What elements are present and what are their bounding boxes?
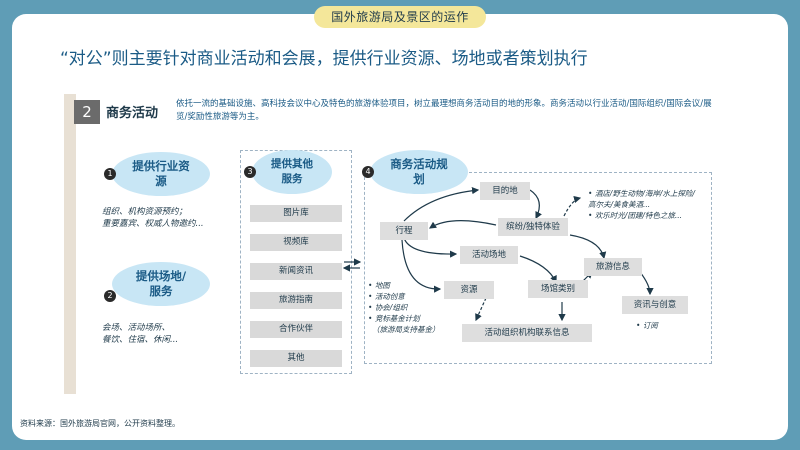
node-info-creative: 资讯与创意 [622, 296, 688, 314]
resources-bullet-2: • 活动创意 [368, 292, 405, 301]
arrow-itinerary-venue [403, 237, 458, 258]
info-bullet-text: 订阅 [642, 321, 658, 330]
headline: “对公”则主要针对商业活动和会展，提供行业资源、场地或者策划执行 [60, 49, 588, 69]
block4-panel [364, 172, 712, 364]
source-note: 资料来源：国外旅游局官网，公开资料整理。 [20, 419, 180, 428]
node-destination: 目的地 [480, 182, 530, 200]
arrow-experience-bullets [563, 195, 582, 217]
resources-bullets: • 地图 • 活动创意 • 协会/组织 • 竞标基金计划 （旅游局支持基金） [368, 280, 448, 335]
travel-guide-link[interactable]: 旅游指南 [250, 292, 342, 309]
block4-badge: 4 [362, 166, 374, 178]
block4-title: 商务活动规划 [370, 150, 468, 194]
block3-title: 提供其他服务 [252, 150, 332, 194]
resources-bullet-2-text: 活动创意 [374, 292, 405, 301]
arrow-itinerary-resources [401, 239, 442, 293]
arrow-destination-experience [529, 189, 542, 220]
experience-bullet-1: • 酒店/野生动物/海岸/水上探险/高尔夫/美食美酒... [588, 189, 695, 209]
experience-bullets: • 酒店/野生动物/海岸/水上探险/高尔夫/美食美酒... • 欢乐时光/团建/… [588, 188, 700, 221]
resources-bullet-5: （旅游局支持基金） [368, 324, 448, 335]
node-resources: 资源 [444, 281, 494, 299]
resources-bullet-5-text: （旅游局支持基金） [372, 325, 440, 334]
other-link[interactable]: 其他 [250, 350, 342, 367]
node-org-contact: 活动组织机构联系信息 [462, 324, 592, 342]
block2-title: 提供场地/服务 [112, 262, 210, 306]
block4-title-text: 商务活动规划 [390, 157, 448, 186]
node-itinerary: 行程 [380, 222, 428, 240]
arrow-itinerary-destination [403, 187, 480, 222]
block3-title-text: 提供其他服务 [271, 158, 313, 185]
node-travel-info: 旅游信息 [584, 258, 642, 276]
experience-bullet-1-text: 酒店/野生动物/海岸/水上探险/高尔夫/美食美酒... [588, 189, 695, 209]
info-bullet: • 订阅 [636, 321, 658, 330]
video-library-link[interactable]: 视频库 [250, 234, 342, 251]
block1-badge: 1 [104, 168, 116, 180]
page-tab: 国外旅游局及景区的运作 [314, 6, 486, 28]
block2-title-text: 提供场地/服务 [135, 269, 187, 298]
block1-note-line1: 组织、机构资源预约； [102, 207, 188, 217]
block1-note-line2: 重要嘉宾、权威人物邀约... [102, 219, 204, 229]
partners-link[interactable]: 合作伙伴 [250, 321, 342, 338]
block1-title-text: 提供行业资源 [132, 159, 190, 188]
block2-badge: 2 [104, 290, 116, 302]
experience-bullet-2-text: 欢乐时光/团建/特色之旅... [594, 211, 683, 220]
resources-bullet-1: • 地图 [368, 281, 390, 290]
section-number: 2 [74, 100, 100, 124]
node-venue: 活动场地 [460, 246, 518, 264]
arrow-resources-orgcontact [475, 297, 487, 322]
block1-title: 提供行业资源 [112, 152, 210, 196]
arrow-venue-hallclass [519, 255, 557, 284]
arrow-experience-travelinfo [569, 234, 607, 260]
block2-note-line2: 餐饮、住宿、休闲... [102, 335, 179, 345]
resources-bullet-3: • 协会/组织 [368, 303, 408, 312]
block3-badge: 3 [244, 166, 256, 178]
resources-bullet-4-text: 竞标基金计划 [374, 314, 420, 323]
arrow-experience-itinerary [428, 220, 497, 229]
section-title: 商务活动 [106, 106, 159, 121]
gallery-link[interactable]: 图片库 [250, 205, 342, 222]
decor-bar [64, 94, 76, 394]
block2-note-line1: 会场、活动场所、 [102, 323, 171, 333]
node-experience: 缤纷/独特体验 [498, 218, 568, 236]
resources-bullet-4: • 竞标基金计划 [368, 314, 420, 323]
section-description: 依托一流的基础设施、高科技会议中心及特色的旅游体验项目，树立最理想商务活动目的地… [176, 99, 712, 122]
news-link[interactable]: 新闻资讯 [250, 263, 342, 280]
node-hall-type: 场馆类别 [528, 280, 588, 298]
experience-bullet-2: • 欢乐时光/团建/特色之旅... [588, 211, 683, 220]
resources-bullet-1-text: 地图 [374, 281, 390, 290]
resources-bullet-3-text: 协会/组织 [374, 303, 408, 312]
